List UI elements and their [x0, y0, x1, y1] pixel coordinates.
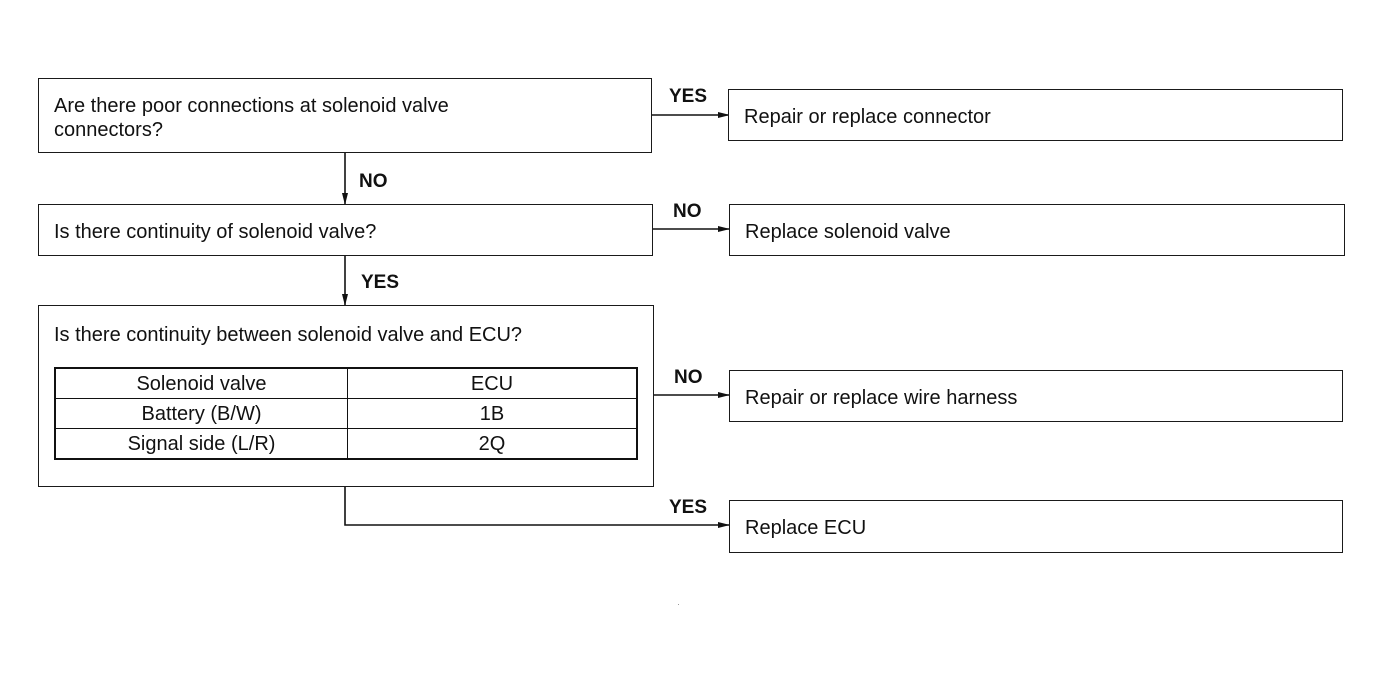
table-row: Battery (B/W) 1B — [54, 398, 638, 429]
action-4-text: Replace ECU — [745, 517, 867, 539]
question-box-1: Are there poor connections at solenoid v… — [38, 78, 652, 153]
table-cell: 2Q — [347, 428, 638, 460]
question-1-text: Are there poor connections at solenoid v… — [54, 95, 449, 141]
table-cell: Battery (B/W) — [54, 398, 348, 429]
table-row: Signal side (L/R) 2Q — [54, 428, 638, 460]
question-box-2: Is there continuity of solenoid valve? — [38, 204, 653, 256]
action-1-text: Repair or replace connector — [744, 106, 991, 128]
action-2-text: Replace solenoid valve — [745, 221, 951, 243]
question-2-text: Is there continuity of solenoid valve? — [54, 221, 377, 243]
continuity-table: Solenoid valve ECU Battery (B/W) 1B Sign… — [54, 367, 638, 460]
label-q1-no: NO — [359, 171, 388, 192]
table-cell: Signal side (L/R) — [54, 428, 348, 460]
action-3-text: Repair or replace wire harness — [745, 387, 1018, 409]
label-q2-yes: YES — [361, 272, 400, 293]
arrow-q3-to-a4 — [344, 486, 730, 528]
table-header-cell: Solenoid valve — [54, 367, 348, 399]
action-box-3: Repair or replace wire harness — [729, 370, 1343, 422]
label-q1-yes: YES — [669, 86, 708, 107]
label-q2-no: NO — [673, 201, 702, 222]
table-cell: 1B — [347, 398, 638, 429]
action-box-4: Replace ECU — [729, 500, 1343, 553]
table-header-cell: ECU — [347, 367, 638, 399]
label-q3-yes: YES — [669, 497, 708, 518]
label-q3-no: NO — [674, 367, 703, 388]
stray-dot — [678, 604, 679, 605]
action-box-1: Repair or replace connector — [728, 89, 1343, 141]
question-3-text: Is there continuity between solenoid val… — [54, 324, 523, 346]
table-header-row: Solenoid valve ECU — [54, 367, 638, 399]
action-box-2: Replace solenoid valve — [729, 204, 1345, 256]
